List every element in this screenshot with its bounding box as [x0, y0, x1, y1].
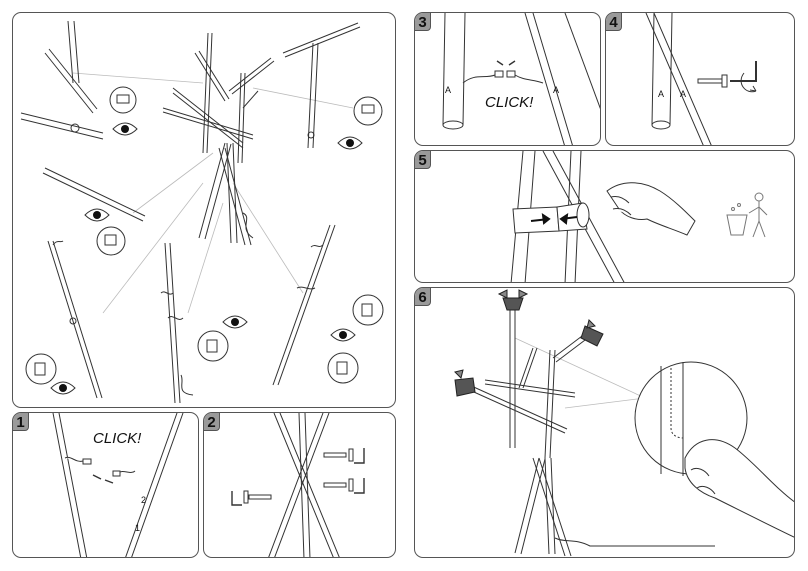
step-3-drawing: CLICK! A A [415, 13, 601, 146]
recycle-bin-icon [727, 193, 767, 237]
connector-icon [463, 61, 543, 83]
screw-icon [698, 75, 727, 87]
label-1: 1 [135, 523, 140, 533]
magnifier-icon [198, 331, 228, 361]
click-caption: CLICK! [93, 430, 142, 447]
lower-left-pole [48, 241, 102, 398]
hand-icon [607, 183, 695, 235]
magnifier-icon [110, 87, 136, 113]
magnifier-icon [26, 354, 56, 384]
overview-drawing [13, 13, 396, 408]
marker-a-right: A [680, 89, 686, 99]
magnifier-icon [97, 227, 125, 255]
eye-icon [338, 137, 362, 149]
rotation-arrow-icon [741, 73, 756, 92]
hand-icon [685, 440, 795, 538]
top-left-branch [21, 21, 103, 139]
magnifier-icon [354, 97, 382, 125]
step-5-panel: 5 [414, 150, 795, 283]
top-right-branch [283, 23, 360, 148]
eye-icon [223, 316, 247, 328]
click-caption: CLICK! [485, 94, 534, 111]
step-5-drawing [415, 151, 795, 283]
label-2: 2 [141, 495, 146, 505]
step-2-panel: 2 [203, 412, 396, 558]
step-6-badge: 6 [414, 287, 431, 306]
step-2-drawing [204, 413, 396, 558]
step-6-panel: 6 [414, 287, 795, 558]
marker-a-right: A [553, 85, 559, 95]
step-4-badge: 4 [605, 12, 622, 31]
eye-icon [51, 382, 75, 394]
step-3-badge: 3 [414, 12, 431, 31]
step-1-panel: CLICK! 2 1 1 [12, 412, 199, 558]
hex-key-icon [730, 61, 756, 81]
step-6-drawing [415, 288, 795, 558]
poles [443, 13, 601, 146]
step-3-panel: CLICK! A A 3 [414, 12, 601, 146]
magnifier-icon [353, 295, 383, 325]
lamp-head-icons [455, 298, 603, 396]
step-2-badge: 2 [203, 412, 220, 431]
step-5-badge: 5 [414, 150, 431, 169]
marker-a-left: A [658, 89, 664, 99]
right-pole [273, 225, 335, 385]
overview-panel [12, 12, 396, 408]
step-1-drawing: CLICK! 2 1 [13, 413, 199, 558]
magnifier-icon [328, 353, 358, 383]
connector-icon [65, 457, 135, 483]
eye-icon [85, 209, 109, 221]
step-4-drawing: A A [606, 13, 795, 146]
callout-guide-lines [515, 338, 645, 408]
middle-pole [161, 243, 193, 403]
eye-icon [331, 329, 355, 341]
eye-icon [113, 123, 137, 135]
label-strips [513, 203, 589, 233]
step-4-panel: A A 4 [605, 12, 795, 146]
step-1-badge: 1 [12, 412, 29, 431]
marker-a-left: A [445, 85, 451, 95]
